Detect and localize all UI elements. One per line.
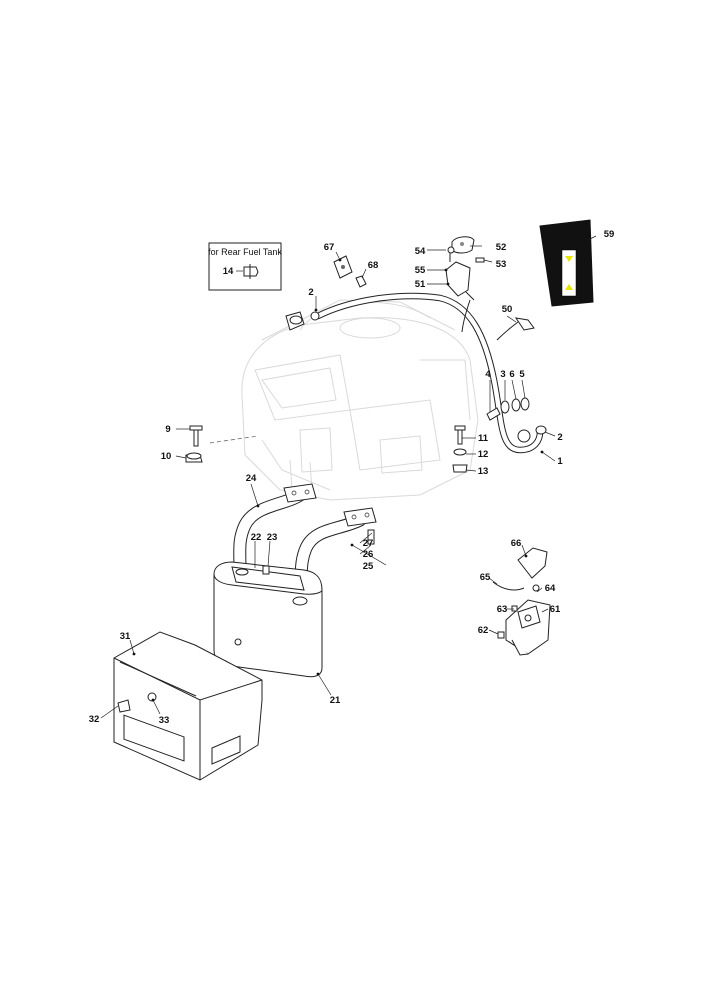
label-2-top: 2 [308, 287, 313, 298]
label-3: 3 [500, 369, 505, 380]
label-13: 13 [478, 466, 489, 477]
label-67: 67 [324, 242, 335, 253]
inset-title: for Rear Fuel Tank [208, 247, 282, 257]
inset-rear-fuel-tank: for Rear Fuel Tank 14 [208, 242, 282, 291]
bolt-9-10 [185, 425, 259, 463]
leader-dots [132, 238, 590, 702]
leader-lines [100, 235, 597, 719]
label-68: 68 [368, 260, 379, 271]
fuel-hose [314, 292, 544, 454]
label-52: 52 [496, 242, 507, 253]
label-65: 65 [480, 572, 491, 583]
engine-ghost-outline [241, 299, 479, 501]
heat-shield-31 [113, 631, 263, 781]
label-31: 31 [120, 631, 131, 642]
bolt-stack-11-13 [452, 425, 468, 473]
label-27: 27 [363, 538, 374, 549]
label-14: 14 [223, 266, 234, 277]
decal-59 [539, 219, 594, 307]
fuel-valve-assembly [445, 236, 485, 333]
label-64: 64 [545, 583, 556, 594]
muffler-21 [213, 561, 323, 678]
label-33: 33 [159, 715, 170, 726]
label-26: 26 [363, 549, 374, 560]
label-23: 23 [267, 532, 278, 543]
label-62: 62 [478, 625, 489, 636]
label-54: 54 [415, 246, 426, 257]
label-51: 51 [415, 279, 426, 290]
label-2-right: 2 [557, 432, 562, 443]
label-66: 66 [511, 538, 522, 549]
label-5: 5 [519, 369, 525, 380]
label-12: 12 [478, 449, 489, 460]
exhaust-pipe-24 [233, 483, 317, 579]
tank-fitting [285, 311, 320, 331]
label-24: 24 [246, 473, 257, 484]
label-63: 63 [497, 604, 508, 615]
label-9: 9 [165, 424, 170, 435]
label-53: 53 [496, 259, 507, 270]
label-4: 4 [485, 369, 491, 380]
label-50: 50 [502, 304, 513, 315]
label-25: 25 [363, 561, 374, 572]
label-32: 32 [89, 714, 100, 725]
label-6: 6 [509, 369, 514, 380]
label-11: 11 [478, 433, 489, 444]
label-1: 1 [557, 456, 563, 467]
label-10: 10 [161, 451, 172, 462]
label-59: 59 [604, 229, 615, 240]
cable-50 [496, 317, 535, 341]
ignition-assembly [492, 547, 551, 656]
fitting-icon [243, 266, 259, 277]
label-61: 61 [550, 604, 561, 615]
clips-3-6 [486, 397, 547, 443]
label-55: 55 [415, 265, 426, 276]
label-22: 22 [251, 532, 262, 543]
label-21: 21 [330, 695, 341, 706]
clamp-67-68 [333, 255, 367, 288]
part-labels: 67 68 2 54 55 51 52 53 50 59 4 3 6 5 2 1… [89, 229, 615, 726]
